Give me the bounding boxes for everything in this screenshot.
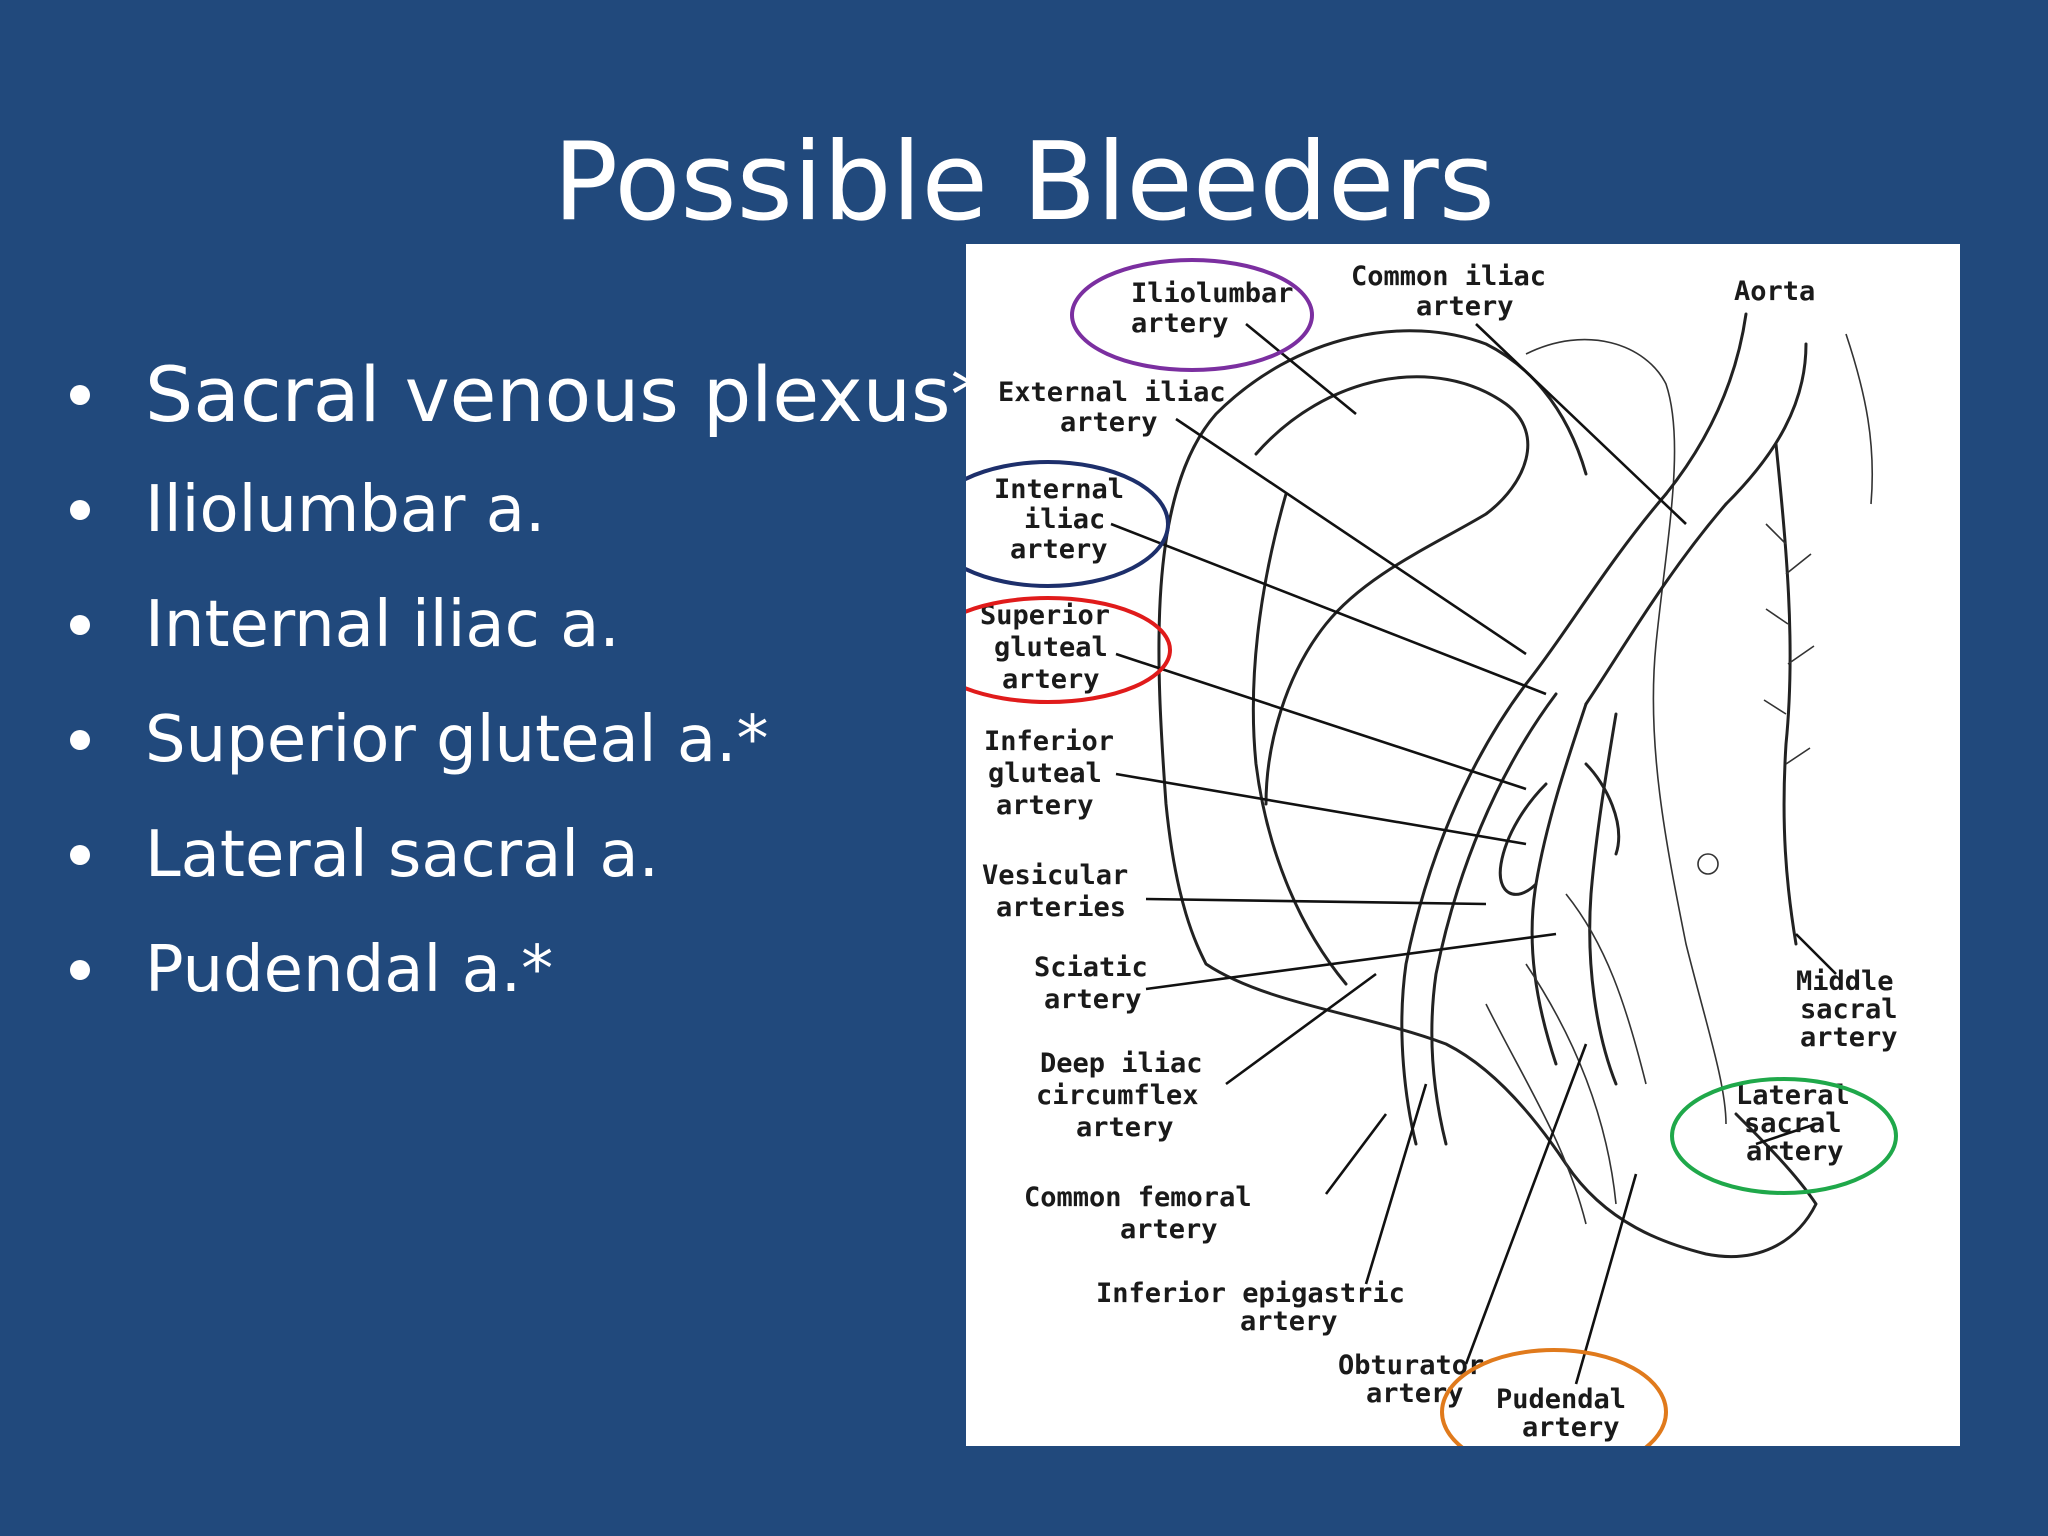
label-vesicular-line2: arteries (996, 892, 1126, 923)
label-external-iliac-line2: artery (1060, 407, 1158, 438)
leader-vesicular (1145, 897, 1487, 906)
leader-superior-gluteal (1115, 652, 1527, 791)
highlight-superior-gluteal (966, 596, 1172, 704)
bullet-text: Lateral sacral a. (145, 818, 659, 892)
leader-inferior-epigastric (1364, 1083, 1428, 1285)
label-inferior-gluteal-line2: gluteal (988, 758, 1102, 789)
label-middle-sacral-line3: artery (1800, 1022, 1898, 1053)
leader-pudendal (1574, 1173, 1638, 1385)
label-sciatic-line1: Sciatic (1034, 952, 1148, 983)
label-common-femoral-line1: Common femoral (1024, 1182, 1252, 1213)
label-lateral-sacral-line3: artery (1746, 1136, 1844, 1167)
leader-sciatic (1145, 932, 1557, 991)
bullet-text: Internal iliac a. (145, 588, 620, 662)
leader-internal-iliac (1110, 522, 1547, 696)
label-middle-sacral-line2: sacral (1800, 994, 1898, 1025)
highlight-lateral-sacral (1670, 1077, 1898, 1195)
label-superior-gluteal-line2: gluteal (994, 632, 1108, 663)
slide-title: Possible Bleeders (553, 120, 1495, 245)
highlight-pudendal (1440, 1348, 1668, 1446)
label-internal-iliac-line3: artery (1010, 534, 1108, 565)
leader-deep-iliac (1225, 972, 1377, 1086)
label-iliolumbar-line2: artery (1131, 308, 1229, 339)
external-iliac-vessel (1400, 682, 1558, 1146)
diagram-canvas: Iliolumbar artery Common iliac artery Ao… (966, 258, 1898, 1446)
inner-pelvic-rim (1251, 492, 1348, 986)
bullet-text: Sacral venous plexus* (145, 350, 989, 439)
highlight-iliolumbar (1070, 258, 1314, 372)
bullet-dot (70, 615, 90, 635)
label-deep-iliac-line3: artery (1076, 1112, 1174, 1143)
bullet-text: Superior gluteal a.* (145, 703, 769, 777)
label-common-femoral-line2: artery (1120, 1214, 1218, 1245)
label-common-iliac-line2: artery (1416, 291, 1514, 322)
spine-line (1845, 333, 1874, 505)
label-middle-sacral-line1: Middle (1796, 966, 1894, 997)
iliac-wing (1254, 375, 1530, 806)
internal-iliac-vessel (1530, 702, 1618, 1086)
label-superior-gluteal-line3: artery (1002, 664, 1100, 695)
label-inferior-epigastric-line1: Inferior epigastric (1096, 1278, 1405, 1309)
bullet-text: Pudendal a.* (145, 933, 554, 1007)
label-lateral-sacral-line2: sacral (1744, 1108, 1842, 1139)
bullet-dot (70, 730, 90, 750)
leader-external-iliac (1175, 417, 1527, 656)
label-internal-iliac-line2: iliac (1024, 504, 1105, 535)
bullet-dot (70, 385, 90, 405)
label-common-iliac-line1: Common iliac (1351, 261, 1546, 292)
leader-common-femoral (1324, 1113, 1388, 1195)
bullet-dot (70, 500, 90, 520)
bullet-text: Iliolumbar a. (145, 473, 546, 547)
bullet-dot (70, 845, 90, 865)
common-iliac-vessel (1524, 492, 1728, 706)
leader-obturator (1464, 1043, 1588, 1365)
label-inferior-epigastric-line2: artery (1240, 1306, 1338, 1337)
sacrum-outline (1525, 338, 1727, 1125)
label-superior-gluteal-line1: Superior (980, 600, 1110, 631)
label-internal-iliac-line1: Internal (994, 474, 1124, 505)
leader-lateral-sacral (1755, 1122, 1817, 1146)
sacral-foramen (1697, 853, 1719, 875)
label-sciatic-line2: artery (1044, 984, 1142, 1015)
leader-inferior-gluteal (1115, 772, 1527, 846)
label-aorta: Aorta (1734, 276, 1815, 307)
label-deep-iliac-line2: circumflex (1036, 1080, 1199, 1111)
label-pudendal-line1: Pudendal (1496, 1384, 1626, 1415)
pelvic-floor-lines (1485, 893, 1647, 1225)
highlight-internal-iliac (966, 460, 1170, 588)
pelvis-outline (1157, 329, 1818, 1259)
label-inferior-gluteal-line1: Inferior (984, 726, 1114, 757)
sacral-branches (1763, 523, 1815, 765)
label-pudendal-line2: artery (1522, 1412, 1620, 1443)
bullet-dot (70, 960, 90, 980)
pelvic-arteries-diagram: Iliolumbar artery Common iliac artery Ao… (966, 244, 1960, 1446)
gluteal-branches (1498, 762, 1621, 896)
label-deep-iliac-line1: Deep iliac (1040, 1048, 1203, 1079)
label-vesicular-line1: Vesicular (982, 860, 1128, 891)
label-external-iliac-line1: External iliac (998, 377, 1226, 408)
label-inferior-gluteal-line3: artery (996, 790, 1094, 821)
leader-iliolumbar (1245, 322, 1357, 416)
label-iliolumbar-line1: Iliolumbar (1131, 278, 1294, 309)
leader-middle-sacral (1795, 933, 1837, 975)
middle-sacral-vessel (1774, 442, 1798, 946)
leader-common-iliac (1475, 323, 1687, 525)
aorta-vessel (1664, 312, 1808, 506)
